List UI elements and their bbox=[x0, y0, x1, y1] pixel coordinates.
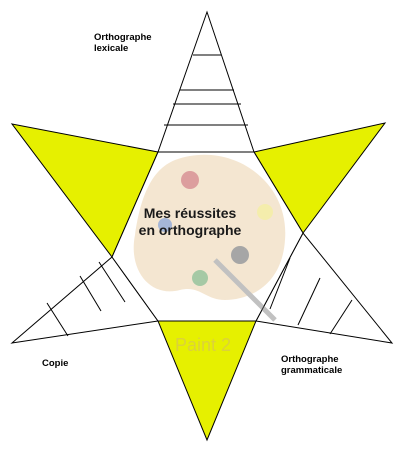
label-line: grammaticale bbox=[281, 365, 342, 376]
label-line: lexicale bbox=[94, 43, 152, 54]
label-line: Orthographe bbox=[94, 32, 152, 43]
watermark-text: Paint 2 bbox=[163, 335, 243, 356]
label-line: Copie bbox=[42, 358, 68, 369]
paint-dab-green bbox=[192, 270, 208, 286]
paint-dab-red bbox=[181, 171, 199, 189]
label-orthographe-lexicale: Orthographe lexicale bbox=[94, 32, 152, 54]
branch-top bbox=[158, 12, 254, 152]
center-title-line: Mes réussites bbox=[120, 205, 260, 222]
paint-dab-dark bbox=[231, 246, 249, 264]
label-line: Orthographe bbox=[281, 354, 342, 365]
center-title: Mes réussites en orthographe bbox=[120, 205, 260, 239]
center-title-line: en orthographe bbox=[120, 222, 260, 239]
label-copie: Copie bbox=[42, 358, 68, 369]
label-orthographe-grammaticale: Orthographe grammaticale bbox=[281, 354, 342, 376]
